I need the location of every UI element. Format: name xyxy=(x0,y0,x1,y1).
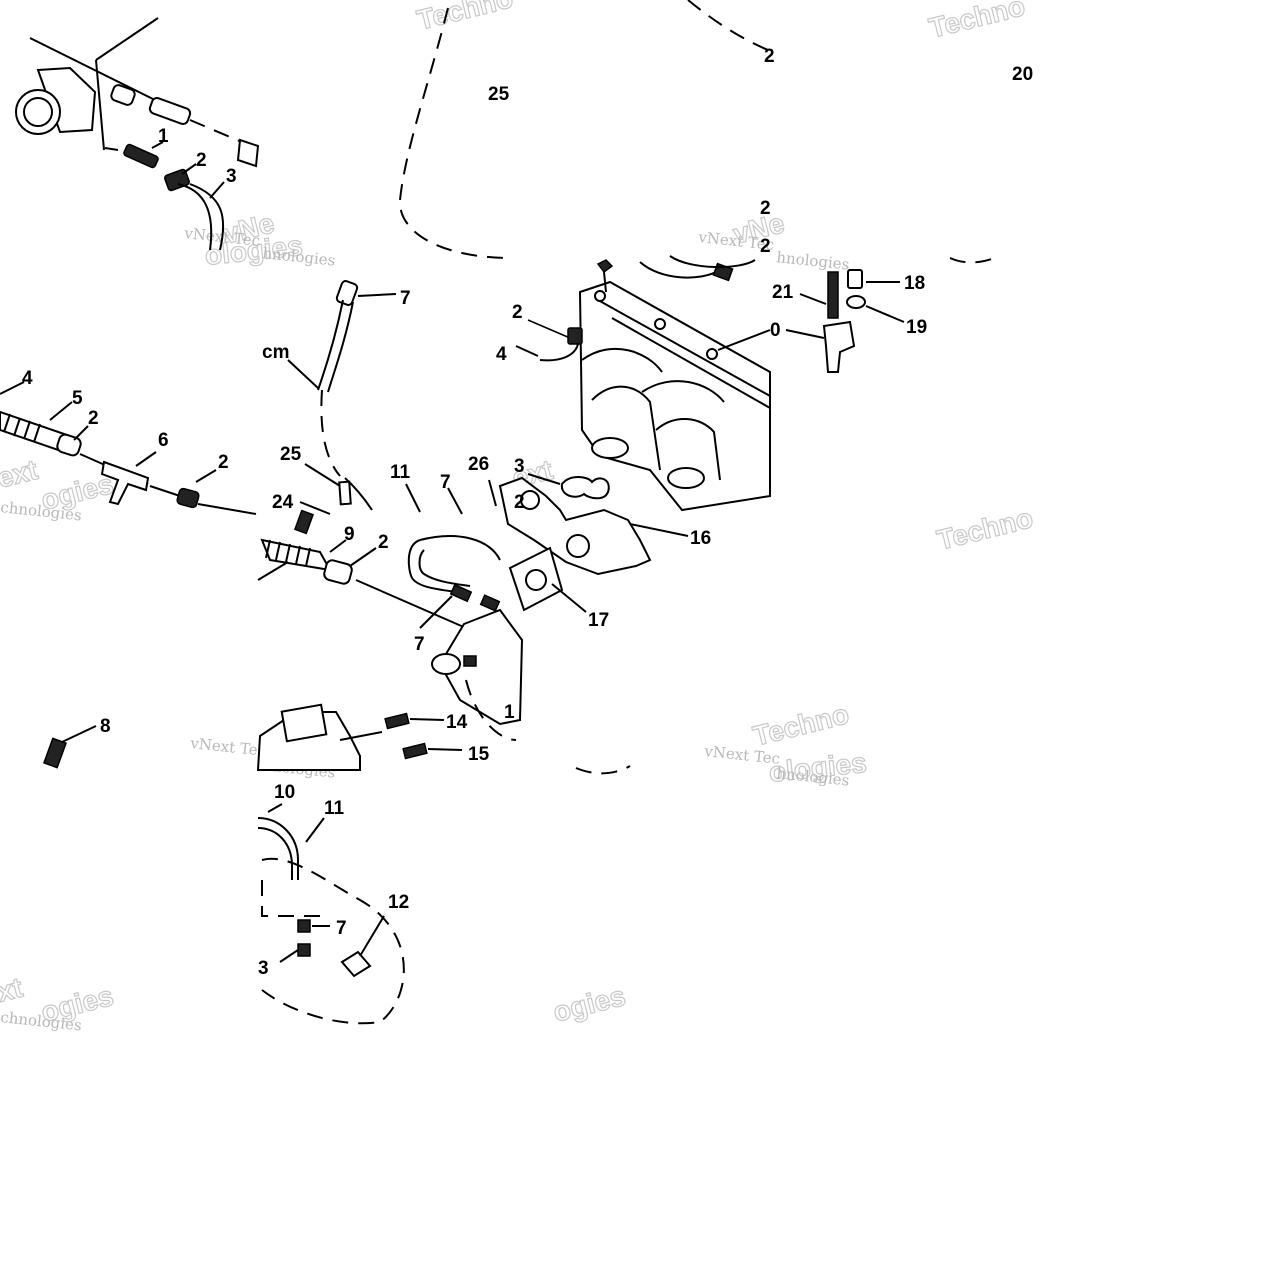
callout-label: 1 xyxy=(158,126,169,147)
callout-label: 11 xyxy=(390,462,411,483)
callout-label: 24 xyxy=(272,492,294,513)
callout-label: 26 xyxy=(468,454,489,475)
callout-label: 0 xyxy=(770,320,781,341)
watermark-technologies-text: hnologies xyxy=(776,248,851,274)
tile-top-left xyxy=(15,17,260,251)
watermark-ogies: ogies xyxy=(550,980,628,1028)
hose-7 xyxy=(317,299,344,391)
callout-label: 7 xyxy=(400,288,411,309)
cylinder-head xyxy=(578,280,771,512)
hose-10 xyxy=(257,817,299,880)
washer-19 xyxy=(846,295,866,309)
callout-label: cm xyxy=(262,342,289,363)
fitting-8 xyxy=(43,737,67,769)
fitting-9-threads xyxy=(265,539,311,567)
watermark-techno: Techno xyxy=(926,0,1028,44)
callout-label: 2 xyxy=(218,452,229,473)
callout-label: 3 xyxy=(514,456,525,477)
tile-left-bottom xyxy=(43,725,97,769)
callout-label: 2 xyxy=(196,150,207,171)
callout-label: 10 xyxy=(274,782,295,803)
callout-label: 19 xyxy=(906,317,927,338)
callout-label: 2 xyxy=(760,236,771,257)
callout-label: 4 xyxy=(496,344,507,365)
gasket-23 xyxy=(560,476,610,500)
bolt-25 xyxy=(338,480,352,506)
bypass-fitting-9 xyxy=(260,538,332,572)
callout-label: 8 xyxy=(100,716,111,737)
callout-label: 25 xyxy=(280,444,302,465)
callout-label: 17 xyxy=(588,610,609,631)
callout-label: 20 xyxy=(1012,64,1033,85)
bolt-15 xyxy=(402,742,428,760)
valve-body-20 xyxy=(822,320,856,373)
callout-label: 1 xyxy=(504,702,515,723)
callout-label: 21 xyxy=(772,282,794,303)
callout-label: 2 xyxy=(760,198,771,219)
clamp-2-center xyxy=(323,559,353,585)
fitting-2-upper xyxy=(567,327,583,345)
tile-top-middle xyxy=(398,0,769,259)
cover-outline xyxy=(398,7,513,259)
hose-3 xyxy=(177,183,213,251)
hose-5-ribs xyxy=(3,413,41,443)
tile-top-right xyxy=(949,255,1001,264)
callout-label: 2 xyxy=(764,46,775,67)
fitting-3-bottom xyxy=(297,943,311,957)
tile-lower-middle xyxy=(256,703,631,775)
watermark-techno: Techno xyxy=(414,0,516,36)
callout-label: 5 xyxy=(72,388,83,409)
fitting-7-bottom xyxy=(297,919,311,933)
watermark-xt: xt xyxy=(0,972,26,1008)
callout-labels: 1 2 3 25 2 20 2 2 7 18 21 2 0 19 cm 4 4 … xyxy=(22,46,1033,979)
tile-center-left xyxy=(257,280,501,629)
callout-label: 18 xyxy=(904,273,925,294)
callout-label: 16 xyxy=(690,528,711,549)
nipple-fitting xyxy=(110,84,136,106)
nut xyxy=(596,259,614,274)
hose-stub xyxy=(148,97,192,125)
callout-label: 2 xyxy=(514,492,525,513)
watermark-techno: Techno xyxy=(750,698,852,752)
callout-label: 12 xyxy=(388,892,409,913)
hose-fitting-7 xyxy=(335,280,359,306)
callout-label: 6 xyxy=(158,430,169,451)
callout-label: 7 xyxy=(336,918,347,939)
callout-label: 7 xyxy=(414,634,425,655)
fitting-12 xyxy=(340,950,372,978)
barb-fitting-1 xyxy=(123,143,159,169)
tile-left-middle xyxy=(0,381,257,515)
clamp-2-tee xyxy=(176,487,200,509)
watermark-techno: Techno xyxy=(934,502,1036,556)
tile-center-right xyxy=(717,269,905,373)
watermark-ext: ext xyxy=(0,454,41,494)
tile-center xyxy=(431,255,771,741)
callout-label: 9 xyxy=(344,524,355,545)
callout-label: 25 xyxy=(488,84,510,105)
tee-fitting-6 xyxy=(100,460,150,506)
callout-label: 7 xyxy=(440,472,451,493)
callout-label: 2 xyxy=(512,302,523,323)
tile-bottom xyxy=(257,803,405,1025)
callout-label: 11 xyxy=(324,798,345,819)
spring-21 xyxy=(827,271,839,319)
plug-24 xyxy=(293,509,315,535)
callout-label: 2 xyxy=(88,408,99,429)
watermark-technologies-text: hnologies xyxy=(262,244,337,270)
callout-label: 15 xyxy=(468,744,490,765)
hose-11 xyxy=(407,539,469,595)
callout-label: 3 xyxy=(226,166,237,187)
callout-label: 14 xyxy=(446,712,468,733)
screw-18 xyxy=(847,269,863,289)
callout-label: 3 xyxy=(258,958,269,979)
callout-label: 4 xyxy=(22,368,33,389)
watermark-vnext-text: vNext Tec xyxy=(189,734,267,760)
bolt-14 xyxy=(384,712,410,730)
callout-label: 2 xyxy=(378,532,389,553)
